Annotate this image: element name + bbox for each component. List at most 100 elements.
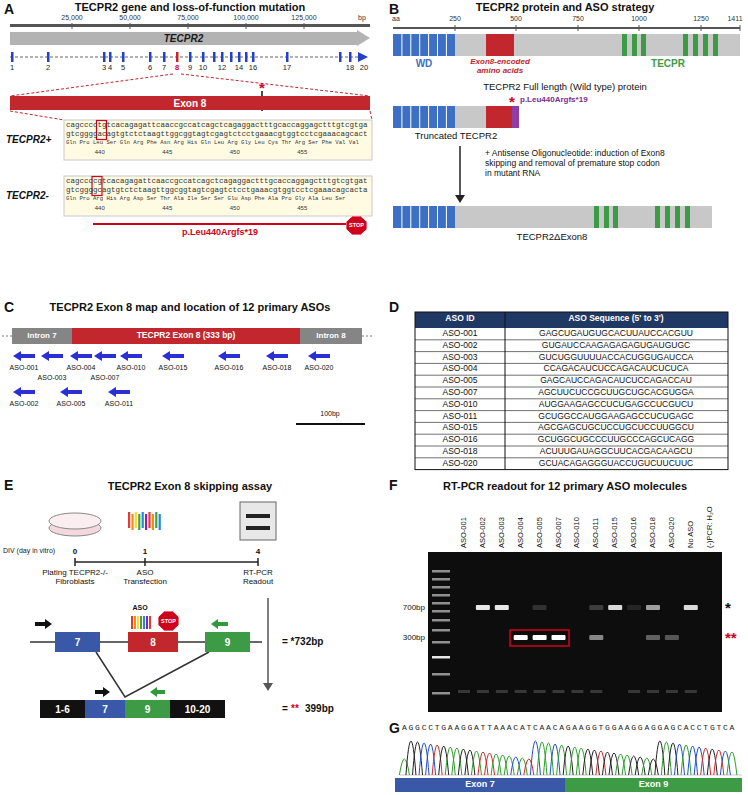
exon-number: 6 bbox=[148, 64, 152, 73]
arrow-head bbox=[263, 683, 273, 691]
gel-band bbox=[608, 605, 622, 610]
primer-dimer bbox=[477, 690, 489, 693]
process-arrow bbox=[459, 146, 461, 196]
axis-number: 125,000 bbox=[291, 14, 316, 22]
exon-track bbox=[10, 57, 358, 58]
wd-blade bbox=[437, 106, 438, 128]
ruler-tick bbox=[455, 25, 456, 31]
aso-icon bbox=[145, 514, 147, 530]
exon-box: 1-6 bbox=[40, 700, 85, 718]
panel-title: TECPR2 protein and ASO strategy bbox=[476, 1, 655, 14]
exon-box: TECPR2 Exon 8 (333 bp) bbox=[72, 328, 300, 344]
node-text: 8 bbox=[150, 637, 156, 648]
exon-number: 3 bbox=[102, 64, 106, 73]
exon-tick bbox=[103, 52, 106, 62]
day-number: 0 bbox=[73, 547, 77, 556]
frameshift-tail bbox=[512, 106, 519, 128]
gel-icon-band bbox=[246, 526, 270, 530]
exon-number: 8 bbox=[175, 64, 179, 73]
variant-name: p.Leu440Argfs*19 bbox=[520, 95, 588, 104]
node-text: 9 bbox=[225, 637, 231, 648]
ladder-band bbox=[432, 578, 450, 581]
residue-number: 445 bbox=[162, 149, 172, 156]
exon-tick bbox=[47, 52, 50, 62]
culture-dish bbox=[49, 513, 101, 529]
table-cell: ASO-018 bbox=[443, 447, 478, 457]
intron-line bbox=[362, 336, 372, 337]
ladder-band bbox=[432, 692, 450, 695]
ladder-band bbox=[432, 641, 450, 644]
axis-number: 75,000 bbox=[177, 14, 198, 22]
exon-tick bbox=[252, 52, 255, 62]
panel-title: TECPR2 Exon 8 map and location of 12 pri… bbox=[50, 301, 331, 314]
residue-number: 450 bbox=[230, 205, 240, 212]
aso-icon bbox=[128, 512, 130, 528]
aso-name: ASO-004 bbox=[67, 364, 96, 372]
ladder-band bbox=[432, 619, 450, 622]
node-text: TECPR2 bbox=[164, 33, 203, 44]
gel-band bbox=[646, 635, 660, 640]
variant-name: p.Leu440Argfs*19 bbox=[182, 227, 258, 237]
aso-name: ASO-020 bbox=[305, 364, 334, 372]
ruler-tick bbox=[188, 23, 189, 29]
aso-icon bbox=[148, 512, 150, 528]
amino-acid-row: Gln Pro Arg His Arg Asp Ser Thr Ala Ile … bbox=[66, 196, 345, 203]
ladder-band bbox=[432, 629, 450, 632]
aso-icon bbox=[131, 616, 133, 629]
axis-title: DIV (day in vitro) bbox=[3, 547, 55, 555]
exon-tick bbox=[221, 52, 224, 62]
panel-letter: E bbox=[4, 477, 13, 493]
wd-domain bbox=[393, 206, 455, 228]
table-cell: ASO-016 bbox=[443, 435, 478, 445]
gel-band bbox=[589, 605, 603, 610]
intron-line bbox=[2, 336, 12, 337]
primer-dimer bbox=[496, 690, 508, 693]
node-text: TECPR2 Exon 8 (333 bp) bbox=[137, 331, 236, 340]
wd-blade bbox=[401, 34, 402, 56]
protein-bar bbox=[393, 206, 712, 228]
table-cell: ASO-001 bbox=[443, 329, 478, 339]
mutation-mark: * bbox=[259, 80, 265, 95]
readout-arrow bbox=[267, 598, 269, 684]
aso-icon bbox=[149, 616, 151, 629]
dna-sequence: cagccccgtcacagagattcaaccgccatcagctcagagg… bbox=[66, 177, 368, 185]
aso-name: 100bp bbox=[320, 410, 339, 418]
step-label: Plating TECPR2-/- Fibroblasts bbox=[37, 568, 113, 586]
panel-letter: B bbox=[389, 1, 399, 17]
aso-icon bbox=[152, 514, 154, 530]
residue-number: 455 bbox=[297, 149, 307, 156]
residue-number: 450 bbox=[230, 149, 240, 156]
panel-letter: C bbox=[4, 299, 14, 315]
table-header-cell: ASO ID bbox=[445, 314, 474, 324]
tecpr-repeat bbox=[685, 206, 690, 228]
wd-blade bbox=[428, 106, 429, 128]
exon-tick bbox=[163, 52, 166, 62]
node-text: 1-6 bbox=[55, 704, 69, 715]
exon-number: 17 bbox=[283, 64, 291, 73]
wd-domain bbox=[393, 34, 455, 56]
gel-band bbox=[476, 605, 490, 610]
domain-label: Exon8-encoded amino acids bbox=[460, 58, 540, 76]
step-label: ASO Transfection bbox=[115, 568, 175, 586]
aso-arrow bbox=[218, 351, 240, 361]
table-cell: AUGGAAGAGCCUCUGAGCCUCGUCU bbox=[539, 400, 693, 410]
intron-line bbox=[250, 641, 262, 643]
wd-blade bbox=[428, 206, 429, 228]
node-text: Intron 8 bbox=[316, 332, 345, 341]
intron-box: Intron 7 bbox=[12, 328, 72, 344]
exon-number: 7 bbox=[162, 64, 166, 73]
trace-peak bbox=[399, 759, 409, 775]
lane-label: No ASO bbox=[686, 521, 695, 548]
stop-sign: STOP bbox=[346, 216, 367, 235]
exon-box: 8 bbox=[128, 632, 178, 652]
wd-blade bbox=[446, 106, 447, 128]
wd-blade bbox=[401, 106, 402, 128]
panel-title: TECPR2 Exon 8 skipping assay bbox=[108, 480, 272, 493]
wd-blade bbox=[446, 34, 447, 56]
primer-dimer bbox=[628, 690, 640, 693]
primer-dimer bbox=[590, 690, 602, 693]
octagon bbox=[346, 216, 367, 235]
tecpr-repeat bbox=[632, 34, 637, 56]
table-cell: AGCUUCUCCGCUUGCUGCACGUGGA bbox=[538, 388, 693, 398]
